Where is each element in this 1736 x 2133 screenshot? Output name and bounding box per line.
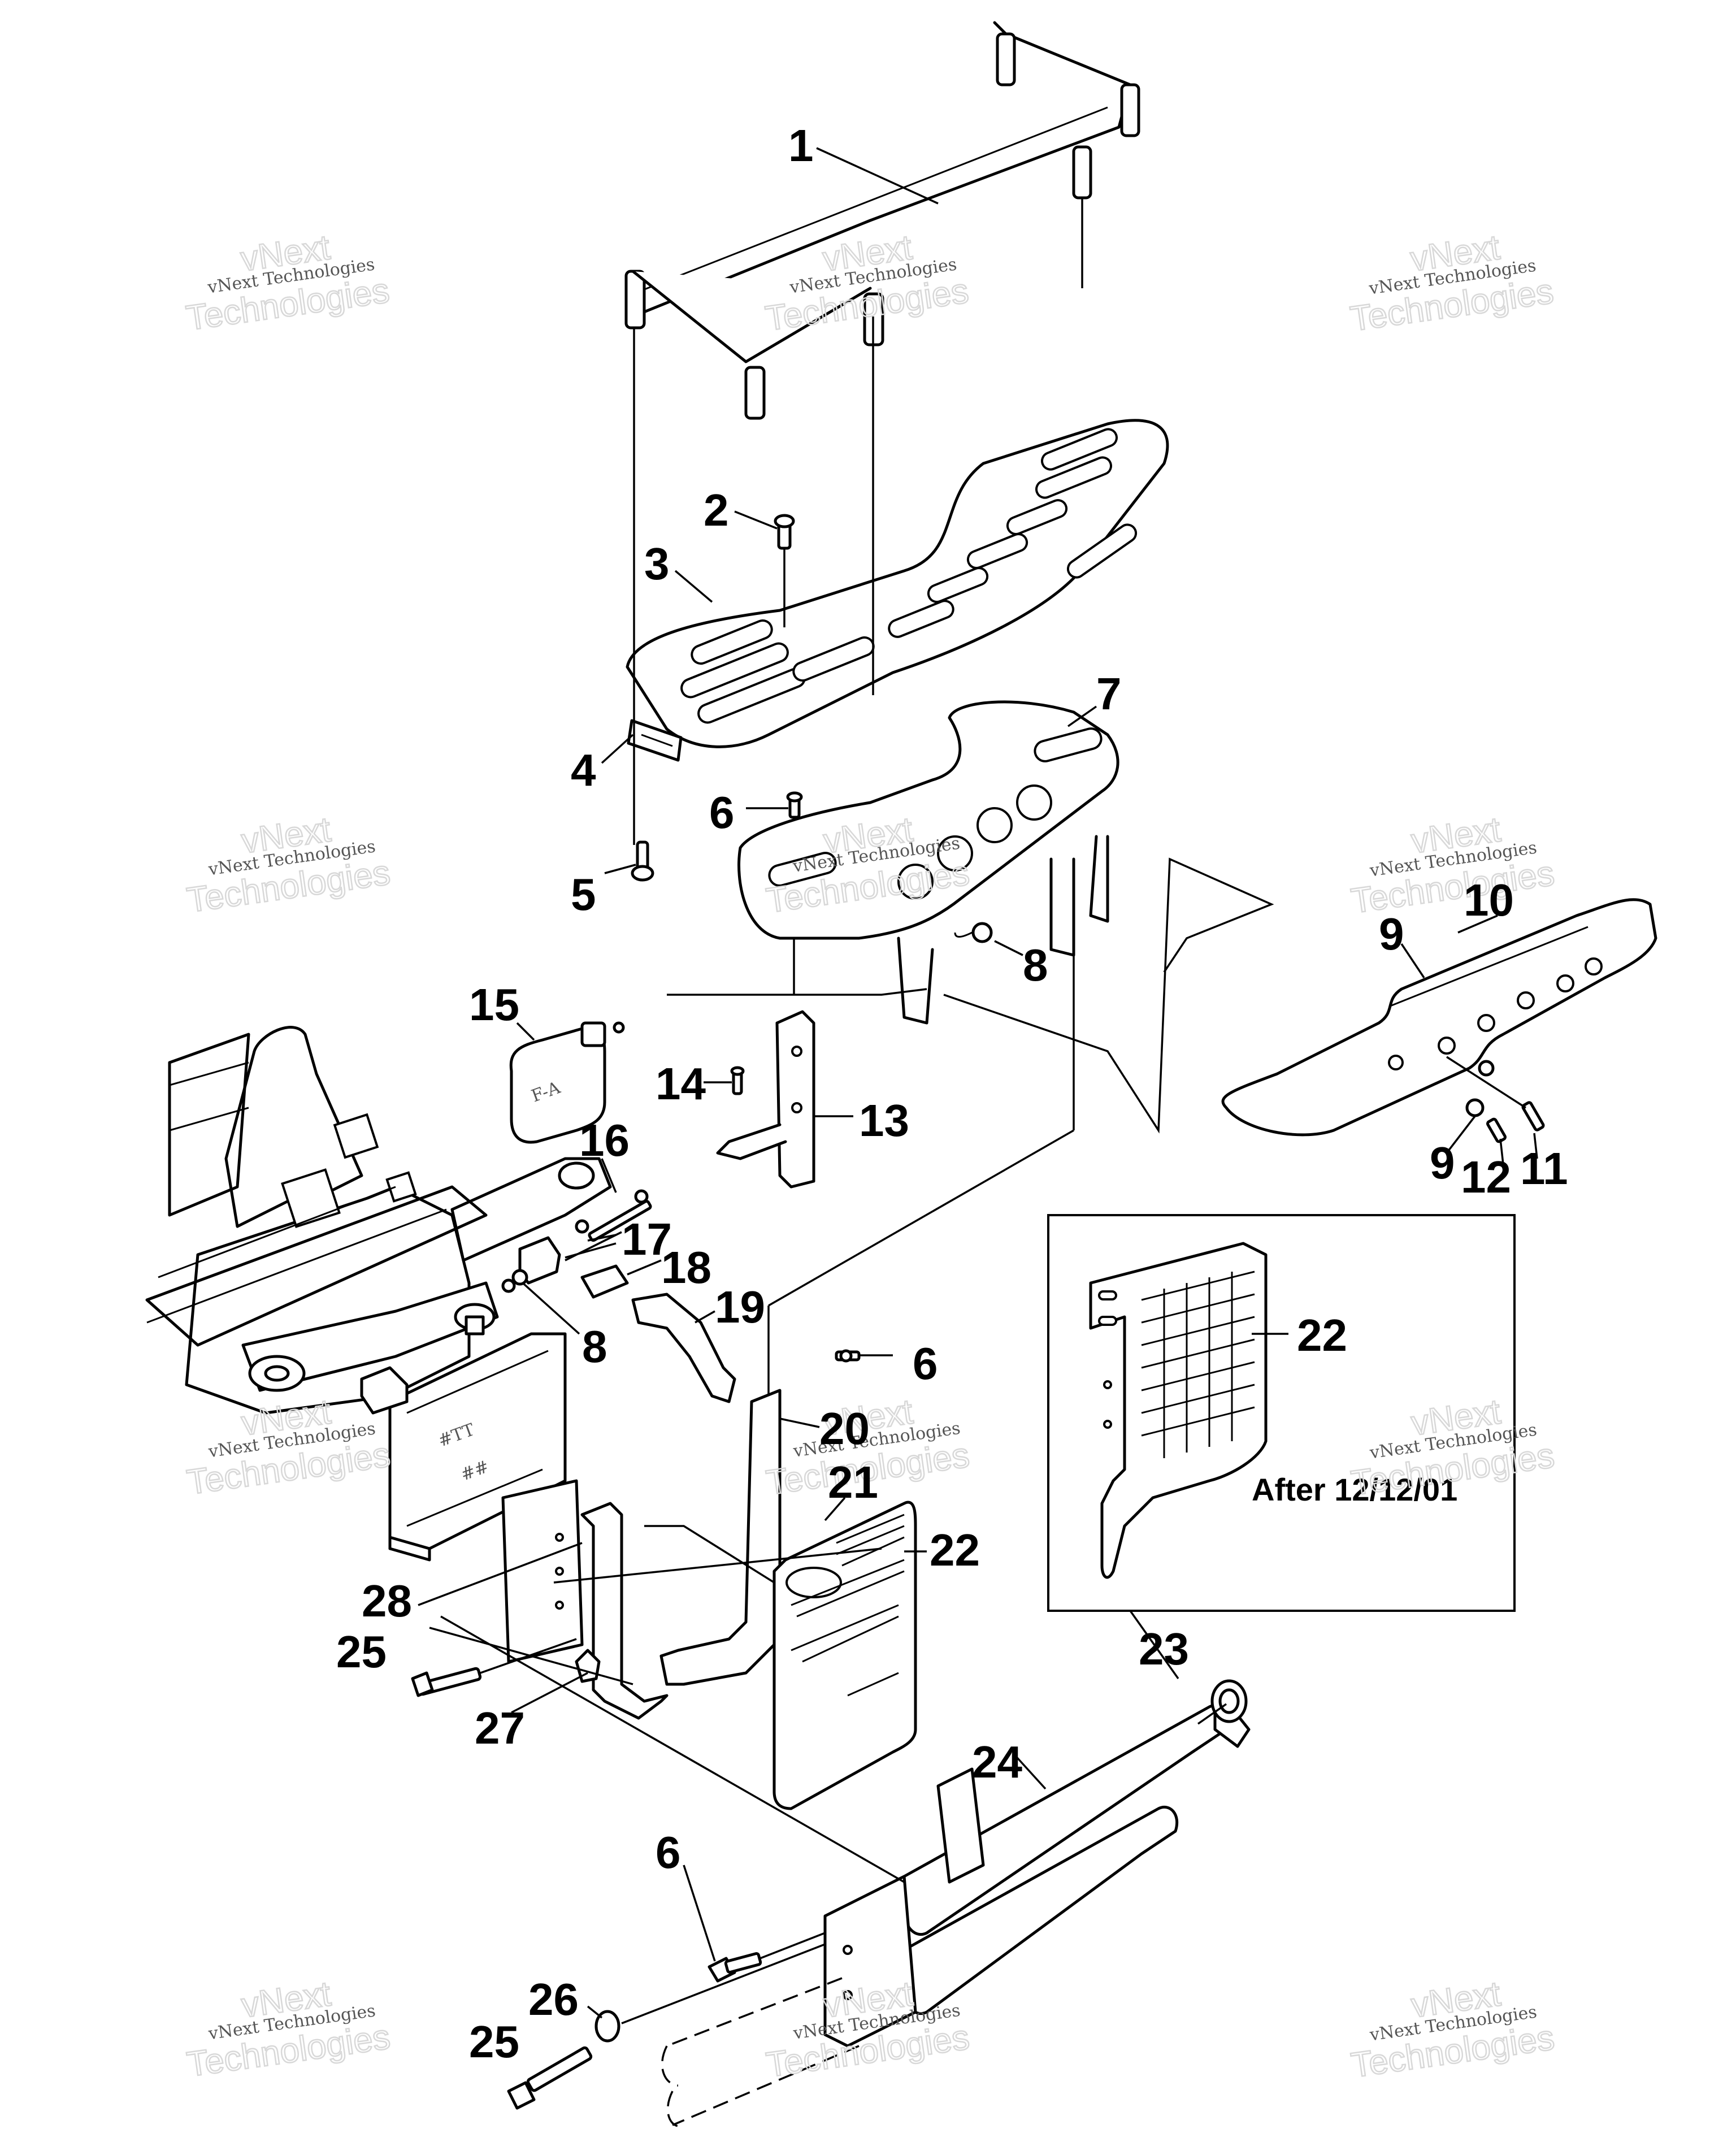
- inset-box: After 12/12/01: [1047, 1214, 1516, 1612]
- callout-22b: 22: [1297, 1310, 1347, 1360]
- watermark-10: Technologies vNext vNext Technologies: [184, 1974, 393, 2085]
- cap-23: [1210, 1679, 1248, 1723]
- rear-rack-tube: [624, 21, 1140, 420]
- grille-22: [772, 1501, 917, 1810]
- washer-26: [594, 2010, 620, 2043]
- callout-28: 28: [362, 1576, 412, 1626]
- side-panel-28: [501, 1479, 584, 1663]
- watermark-12: Technologies vNext vNext Technologies: [1348, 1974, 1557, 2086]
- callout-7: 7: [1096, 669, 1122, 719]
- leader-lines: [511, 147, 1538, 2019]
- callout-14: 14: [656, 1059, 706, 1109]
- callout-9b: 9: [1430, 1138, 1455, 1188]
- bolt-25-upper: [411, 1667, 482, 1697]
- callout-10: 10: [1464, 875, 1514, 925]
- nut-8-lower: [501, 1269, 528, 1293]
- screw-6-middle: [835, 1349, 893, 1363]
- callout-17: 17: [622, 1214, 672, 1264]
- rack-deck: [626, 419, 1169, 748]
- bushing-17: [518, 1219, 589, 1285]
- callout-19: 19: [715, 1282, 765, 1332]
- tail-lamp-15: F-A: [509, 1021, 625, 1144]
- callout-6c: 6: [656, 1827, 681, 1878]
- callout-24: 24: [972, 1737, 1022, 1787]
- bolt-5: [631, 840, 654, 882]
- reflector-4: [627, 719, 683, 762]
- callout-20: 20: [819, 1403, 870, 1454]
- callout-16: 16: [579, 1115, 630, 1165]
- callout-4: 4: [571, 745, 596, 795]
- watermark-6: Technologies vNext vNext Technologies: [1348, 809, 1557, 922]
- watermark-3: Technologies vNext vNext Technologies: [1347, 227, 1557, 340]
- washer-9a: [1478, 1060, 1495, 1077]
- callout-18: 18: [661, 1242, 711, 1293]
- callout-3: 3: [644, 539, 670, 589]
- inset-note: After 12/12/01: [1252, 1472, 1457, 1507]
- screw-14: [730, 1066, 745, 1095]
- callout-8a: 8: [1023, 940, 1048, 990]
- nut-8-upper: [954, 922, 993, 943]
- callout-labels: 1 2 3 4 5 6 7 8 9 10 11 9 12 13 14 15 16…: [336, 120, 1568, 2067]
- callout-21: 21: [828, 1457, 878, 1507]
- callout-12: 12: [1461, 1152, 1511, 1202]
- callout-6b: 6: [913, 1338, 938, 1389]
- rack-support-plate: [737, 700, 1119, 1025]
- callout-27: 27: [475, 1703, 525, 1753]
- front-bumper-24: [661, 1700, 1251, 2127]
- screw-12: [1486, 1117, 1507, 1143]
- bolt-11: [1521, 1101, 1545, 1131]
- bolt-16: [588, 1189, 652, 1242]
- vehicle-frame: [145, 1026, 612, 1415]
- strap-19: [631, 1293, 736, 1403]
- washer-9b: [1465, 1098, 1485, 1117]
- callout-13: 13: [859, 1095, 909, 1146]
- watermark-7: Technologies vNext vNext Technologies: [184, 1391, 393, 1503]
- bolt-2: [774, 514, 795, 550]
- bolt-25-lower: [507, 2046, 593, 2110]
- callout-1: 1: [788, 120, 814, 171]
- callout-25a: 25: [336, 1627, 387, 1677]
- callout-22a: 22: [930, 1525, 980, 1575]
- callout-25b: 25: [469, 2017, 519, 2067]
- callout-8b: 8: [582, 1321, 607, 1372]
- callout-9a: 9: [1379, 909, 1404, 959]
- bracket-13: [716, 1010, 815, 1189]
- bolt-6-lower: [708, 1952, 762, 1983]
- callout-11: 11: [1520, 1143, 1568, 1194]
- watermark-1: Technologies vNext vNext Technologies: [183, 227, 393, 339]
- callout-26: 26: [528, 1974, 579, 2024]
- spacer-18: [580, 1264, 629, 1299]
- screw-6-upper: [786, 791, 803, 819]
- callout-15: 15: [469, 979, 519, 1030]
- bumper-bar-20: [580, 1389, 782, 1720]
- callout-6a: 6: [709, 787, 735, 838]
- callout-5: 5: [571, 869, 596, 920]
- rear-bumper: [1221, 898, 1657, 1137]
- callout-2: 2: [704, 485, 729, 535]
- callout-23: 23: [1139, 1624, 1189, 1674]
- watermark-4: Technologies vNext vNext Technologies: [184, 809, 393, 921]
